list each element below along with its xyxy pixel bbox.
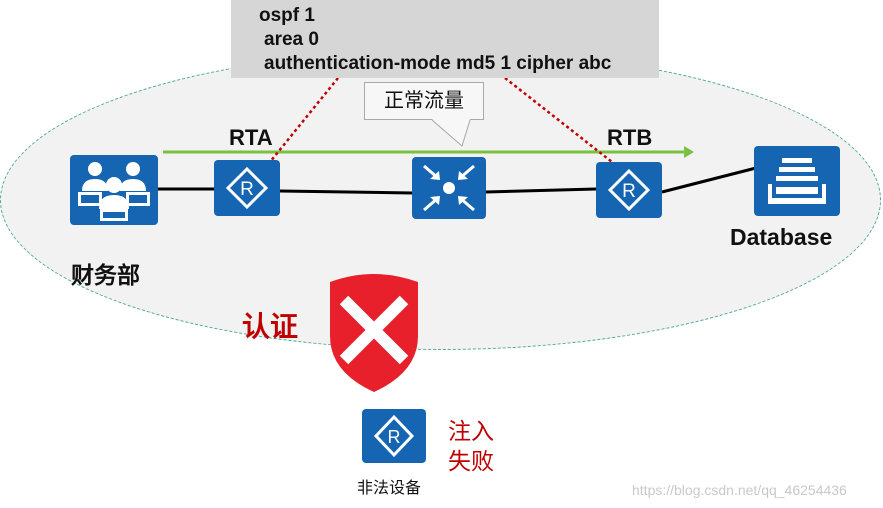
inject-failed-line: 注入 [448,418,494,444]
config-line: area 0 [264,29,319,50]
svg-text:R: R [240,179,254,200]
core-switch-icon [412,157,486,219]
config-line: authentication-mode md5 1 cipher abc [264,53,612,74]
link-switch-rtb [485,187,597,194]
link-rta-switch [279,189,413,195]
database-label: Database [730,224,833,250]
illegal-device-label: 非法设备 [357,480,422,497]
database-icon [754,146,840,216]
config-line: ospf 1 [259,5,315,26]
finance-dept-label: 财务部 [71,262,140,288]
users-group-icon [70,155,158,225]
callout-text: 正常流量 [384,90,464,112]
auth-label: 认证 [242,311,299,342]
ospf-config-box: ospf 1 area 0 authentication-mode md5 1 … [231,0,659,78]
illegal-router-icon: R [362,409,426,463]
traffic-flow-arrowhead [684,146,694,158]
rta-label: RTA [229,125,273,150]
rtb-label: RTB [607,125,653,150]
config-pointer-rtb [504,77,613,163]
inject-failed-line: 失败 [448,448,494,474]
inject-failed-label: 注入 失败 [448,416,494,476]
link-rtb-database [661,166,757,194]
watermark-text: https://blog.csdn.net/qq_46254436 [632,482,847,498]
svg-text:R: R [622,181,636,202]
normal-traffic-callout: 正常流量 [364,82,484,120]
svg-text:R: R [388,427,401,447]
config-pointer-rta [269,77,339,163]
rtb-router-icon: R [596,162,662,218]
rta-router-icon: R [214,160,280,216]
